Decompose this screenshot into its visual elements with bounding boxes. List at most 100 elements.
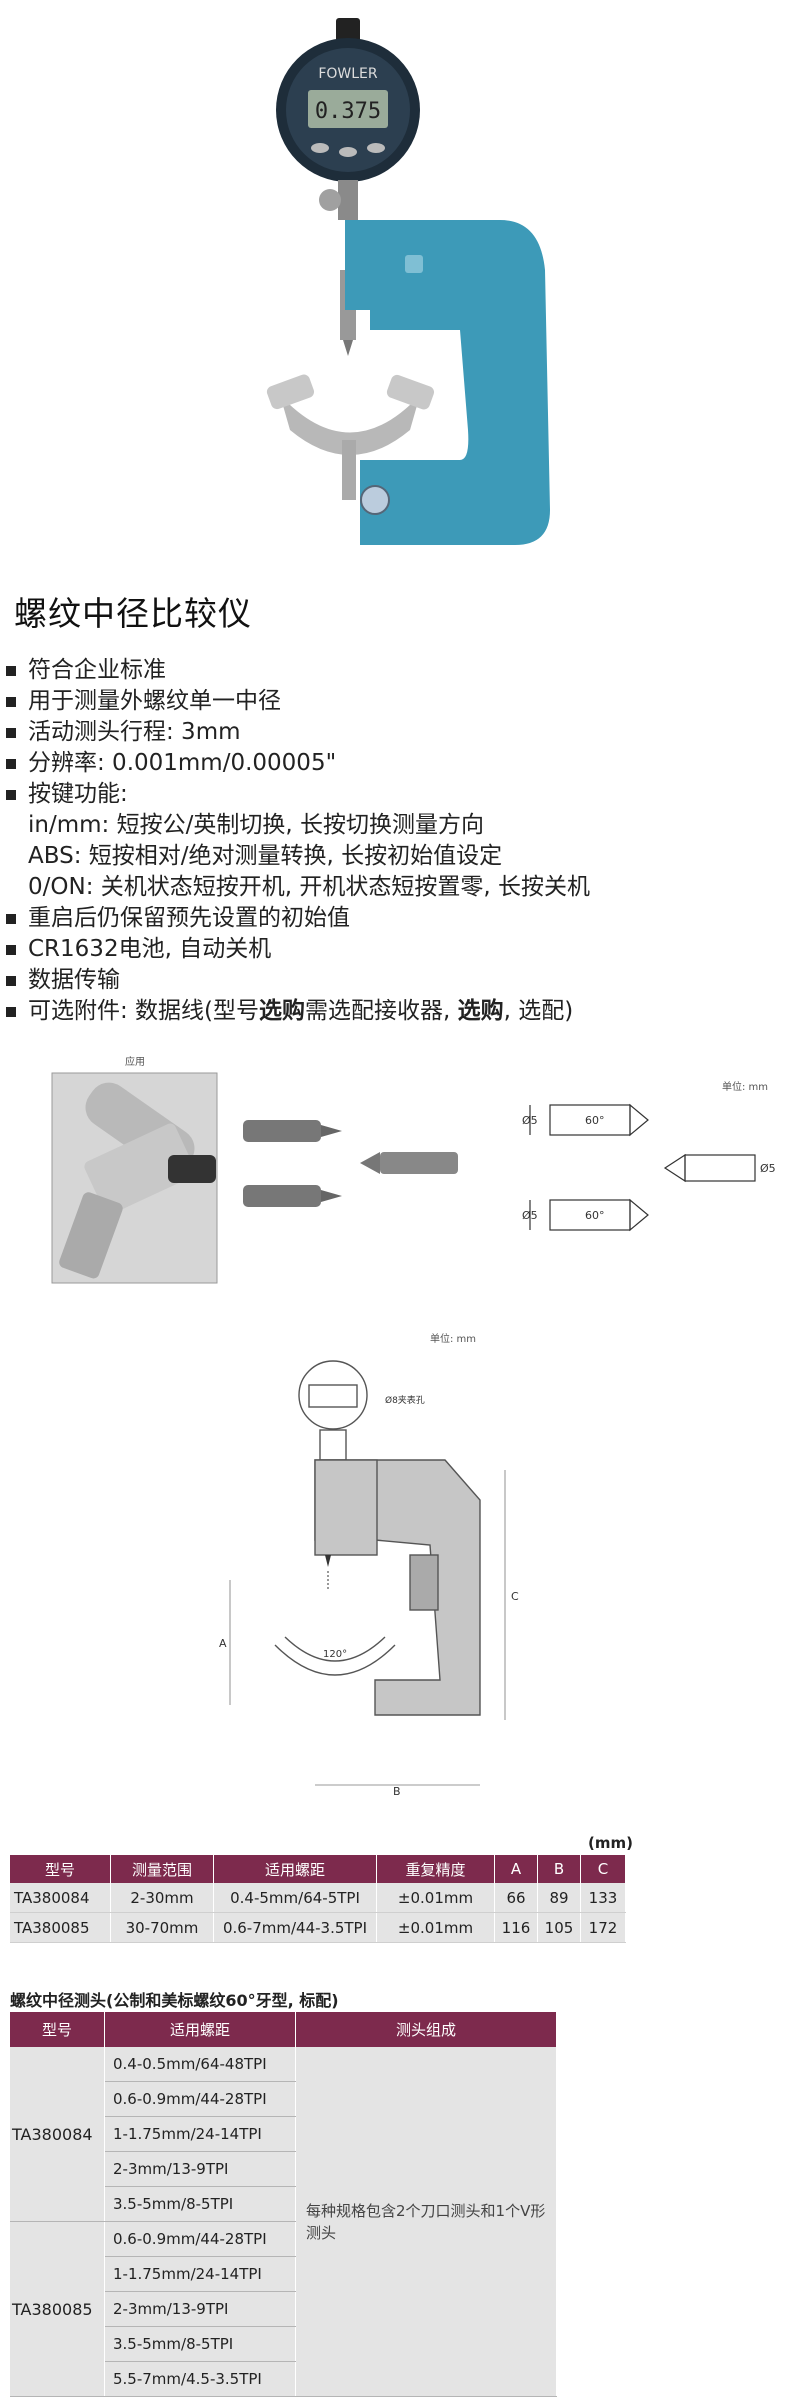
table-row: TA380084 0.4-0.5mm/64-48TPI 每种规格包含2个刀口测头…: [10, 2047, 557, 2397]
head-pitch-cell: 1-1.75mm/24-14TPI: [104, 2256, 296, 2292]
application-caption: 应用: [125, 1055, 145, 1068]
hole-label: Ø8夹表孔: [385, 1394, 425, 1406]
diameter-label-2: Ø5: [522, 1209, 538, 1222]
feature-subitem: ABS: 短按相对/绝对测量转换, 长按初始值设定: [28, 843, 503, 869]
label-b: B: [393, 1785, 401, 1798]
head-model-cell: TA380084: [10, 2047, 105, 2222]
dimension-figure: 单位: mm 120° Ø8夹表孔 A C B: [219, 1332, 519, 1798]
head-header-model: 型号: [10, 2012, 105, 2047]
head-pitch-cell: 0.6-0.9mm/44-28TPI: [104, 2221, 296, 2257]
feature-item: CR1632电池, 自动关机: [0, 934, 590, 965]
label-a: A: [219, 1637, 227, 1650]
spec-header-b: B: [537, 1855, 581, 1883]
feature-subitem: 0/ON: 关机状态短按开机, 开机状态短按置零, 长按关机: [28, 874, 590, 900]
optional-bold-2: 选购: [457, 998, 504, 1024]
head-pitch-cell: 3.5-5mm/8-5TPI: [104, 2326, 296, 2362]
head-composition-cell: 每种规格包含2个刀口测头和1个V形测头: [295, 2047, 557, 2397]
gauge-outline: [274, 1360, 481, 1716]
feature-item: 数据传输: [0, 965, 590, 996]
diameter-label-3: Ø5: [760, 1162, 776, 1175]
knife-anvil-2: [243, 1185, 342, 1207]
anvil-drawing-top: [529, 1103, 649, 1137]
dial-reading: 0.375: [315, 99, 381, 124]
head-model-cell: TA380085: [10, 2221, 105, 2397]
optional-mid: 需选配接收器,: [305, 998, 458, 1024]
table-row: TA380085 30-70mm 0.6-7mm/44-3.5TPI ±0.01…: [10, 1912, 626, 1943]
optional-bold-1: 选购: [259, 998, 306, 1024]
optional-suffix: , 选配): [503, 998, 574, 1024]
spec-cell: 116: [494, 1912, 538, 1943]
angle-label-1: 60°: [585, 1114, 605, 1127]
head-table-title: 螺纹中径测头(公制和美标螺纹60°牙型, 标配): [10, 1991, 339, 2010]
table-row: 1-1.75mm/24-14TPI: [10, 2116, 557, 2152]
spec-cell: ±0.01mm: [376, 1883, 495, 1913]
head-pitch-cell: 0.6-0.9mm/44-28TPI: [104, 2081, 296, 2117]
label-c: C: [511, 1590, 519, 1603]
v-anvil-drawing: [663, 1153, 756, 1183]
feature-item: 符合企业标准: [0, 655, 590, 686]
diameter-label-1: Ø5: [522, 1114, 538, 1127]
accessory-figure: 应用 Ø5 60° Ø5 60° Ø5 单位: mm: [51, 1055, 776, 1284]
spec-header-model: 型号: [10, 1855, 111, 1883]
spec-cell: 0.4-5mm/64-5TPI: [213, 1883, 377, 1913]
spec-cell: TA380084: [10, 1883, 111, 1913]
spec-cell: 133: [580, 1883, 626, 1913]
table-row: TA380085 0.6-0.9mm/44-28TPI: [10, 2221, 557, 2397]
angle-label-2: 60°: [585, 1209, 605, 1222]
head-pitch-cell: 2-3mm/13-9TPI: [104, 2151, 296, 2187]
head-pitch-cell: 5.5-7mm/4.5-3.5TPI: [104, 2361, 296, 2397]
spec-header-pitch: 适用螺距: [213, 1855, 377, 1883]
feature-item: 活动测头行程: 3mm: [0, 717, 590, 748]
feature-item-optional: 可选附件: 数据线(型号选购需选配接收器, 选购, 选配): [0, 996, 590, 1027]
dimension-lines: [229, 1470, 506, 1786]
feature-item: 按键功能:: [0, 779, 590, 810]
spec-cell: 89: [537, 1883, 581, 1913]
spec-cell: 30-70mm: [110, 1912, 214, 1943]
head-header-pitch: 适用螺距: [104, 2012, 296, 2047]
table-row: 3.5-5mm/8-5TPI: [10, 2186, 557, 2222]
table-row: 2-3mm/13-9TPI: [10, 2291, 557, 2327]
head-header-composition: 测头组成: [295, 2012, 557, 2047]
table-row: 0.6-0.9mm/44-28TPI: [10, 2081, 557, 2117]
spec-header-a: A: [494, 1855, 538, 1883]
feature-item: 分辨率: 0.001mm/0.00005": [0, 748, 590, 779]
spec-cell: 2-30mm: [110, 1883, 214, 1913]
table-row: 2-3mm/13-9TPI: [10, 2151, 557, 2187]
feature-subitem: in/mm: 短按公/英制切换, 长按切换测量方向: [28, 812, 484, 838]
feature-list: 符合企业标准 用于测量外螺纹单一中径 活动测头行程: 3mm 分辨率: 0.00…: [0, 655, 590, 1027]
angle-label: 120°: [323, 1649, 347, 1660]
head-pitch-cell: 2-3mm/13-9TPI: [104, 2291, 296, 2327]
knife-anvil-1: [243, 1120, 342, 1142]
optional-prefix: 可选附件: 数据线(型号: [28, 998, 260, 1024]
dial-brand: FOWLER: [318, 66, 378, 82]
spec-cell: 66: [494, 1883, 538, 1913]
spec-header-row: 型号 测量范围 适用螺距 重复精度 A B C: [10, 1855, 626, 1883]
threaded-rod: [84, 1123, 196, 1215]
product-photo: FOWLER 0.375: [266, 18, 550, 545]
unit-label-dimension: 单位: mm: [430, 1332, 476, 1345]
table-row: 3.5-5mm/8-5TPI: [10, 2326, 557, 2362]
spec-unit: (mm): [588, 1834, 633, 1852]
spec-cell: 172: [580, 1912, 626, 1943]
spec-cell: 0.6-7mm/44-3.5TPI: [213, 1912, 377, 1943]
product-title: 螺纹中径比较仪: [14, 594, 252, 633]
spec-table: 型号 测量范围 适用螺距 重复精度 A B C TA380084 2-30mm …: [10, 1855, 626, 1943]
head-pitch-cell: 3.5-5mm/8-5TPI: [104, 2186, 296, 2222]
spec-header-c: C: [580, 1855, 626, 1883]
v-anvil: [360, 1152, 458, 1174]
head-pitch-cell: 1-1.75mm/24-14TPI: [104, 2116, 296, 2152]
spec-header-range: 测量范围: [110, 1855, 214, 1883]
spec-cell: ±0.01mm: [376, 1912, 495, 1943]
table-row: 5.5-7mm/4.5-3.5TPI: [10, 2361, 557, 2397]
spec-cell: TA380085: [10, 1912, 111, 1943]
feature-item: 重启后仍保留预先设置的初始值: [0, 903, 590, 934]
spec-header-precision: 重复精度: [376, 1855, 495, 1883]
unit-label-accessory: 单位: mm: [722, 1080, 768, 1093]
table-row: TA380084 2-30mm 0.4-5mm/64-5TPI ±0.01mm …: [10, 1883, 626, 1913]
feature-item: 用于测量外螺纹单一中径: [0, 686, 590, 717]
head-table: 型号 适用螺距 测头组成 TA380084 0.4-0.5mm/64-48TPI…: [10, 2012, 557, 2397]
spec-cell: 105: [537, 1912, 581, 1943]
table-row: 1-1.75mm/24-14TPI: [10, 2256, 557, 2292]
head-pitch-cell: 0.4-0.5mm/64-48TPI: [104, 2047, 296, 2082]
anvil-tip: [325, 1555, 331, 1567]
